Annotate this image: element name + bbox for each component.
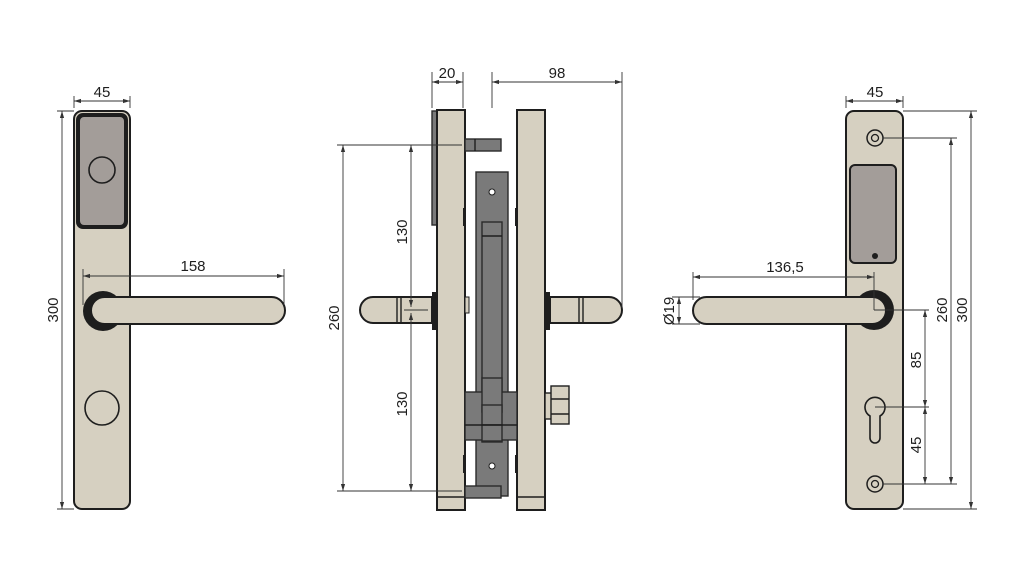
side-plate-left bbox=[436, 109, 466, 511]
side-lever-right bbox=[549, 296, 623, 324]
front-lever bbox=[90, 296, 286, 325]
back-panel bbox=[849, 164, 897, 264]
side-view: 20 98 260 130 130 bbox=[326, 65, 623, 511]
dim-front-width: 45 bbox=[94, 84, 111, 101]
thumbturn-icon bbox=[84, 390, 120, 426]
reader-panel bbox=[78, 115, 126, 227]
bottom-bracket bbox=[464, 485, 502, 499]
dim-back-cylinder-to-screw: 45 bbox=[908, 437, 925, 454]
dim-back-width: 45 bbox=[867, 84, 884, 101]
dim-front-height: 300 bbox=[45, 297, 62, 322]
side-plate-right bbox=[516, 109, 546, 511]
dim-side-depth: 20 bbox=[439, 65, 456, 82]
back-view: 45 136,5 Ø19 300 260 85 45 bbox=[661, 84, 977, 510]
dim-front-lever-length: 158 bbox=[180, 258, 205, 275]
top-bracket bbox=[464, 138, 502, 152]
mechanism-screw-top bbox=[488, 188, 496, 196]
indicator-dot bbox=[872, 253, 878, 259]
side-lever-left-rose bbox=[432, 292, 438, 330]
side-lever-left bbox=[359, 296, 433, 324]
dim-side-lower: 130 bbox=[394, 391, 411, 416]
reader-sensor-icon bbox=[88, 156, 116, 184]
cylinder-keyhole-icon bbox=[864, 396, 886, 444]
dim-back-lever-length: 136,5 bbox=[766, 259, 804, 276]
mechanism-screw-bottom bbox=[488, 462, 496, 470]
dim-side-projection: 98 bbox=[549, 65, 566, 82]
dim-back-lever-to-cylinder: 85 bbox=[908, 352, 925, 369]
dim-back-lever-diameter: Ø19 bbox=[661, 297, 678, 325]
dim-back-screw-spacing: 260 bbox=[934, 297, 951, 322]
back-lever bbox=[692, 296, 887, 325]
side-lever-right-rose bbox=[544, 292, 550, 330]
front-view: 45 300 158 bbox=[45, 84, 286, 510]
dim-side-screw-spacing: 260 bbox=[326, 305, 343, 330]
dim-side-upper: 130 bbox=[394, 219, 411, 244]
dim-back-height: 300 bbox=[954, 297, 971, 322]
